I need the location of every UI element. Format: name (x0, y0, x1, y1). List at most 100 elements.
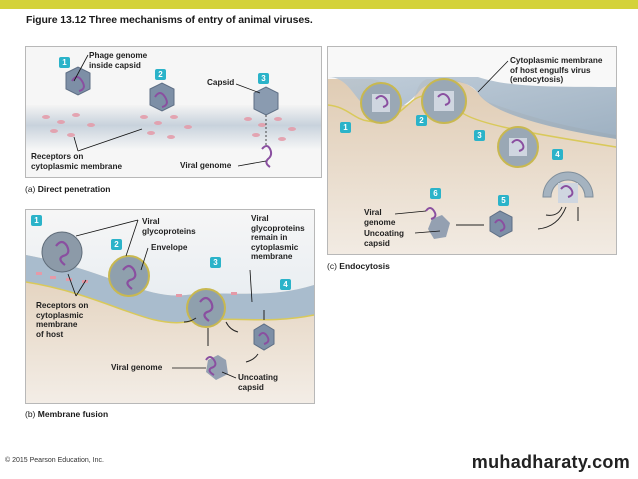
step-badge-3: 3 (210, 257, 221, 268)
label-line: Uncoating (364, 229, 405, 238)
viral-genome-3 (199, 296, 214, 322)
label-line: of host engulfs virus (510, 65, 591, 75)
process-arrows (183, 310, 265, 363)
label-line: Viral (142, 217, 160, 226)
label-line: membrane (36, 320, 78, 329)
brand-watermark: muhadharaty.com (471, 452, 630, 472)
step-badge-5: 5 (498, 195, 509, 206)
label-viral-genome: Viral genome (180, 161, 232, 170)
membrane-inner-edge (328, 94, 616, 148)
injected-viral-genome (261, 145, 273, 168)
cytoplasmic-membrane (26, 255, 314, 323)
label-line: glycoproteins (251, 223, 305, 233)
released-viral-genome (425, 207, 437, 220)
phage-capsid-1 (65, 66, 91, 96)
step-badge-2: 2 (155, 69, 166, 80)
released-capsid-4 (253, 323, 275, 351)
label-line: (endocytosis) (510, 75, 564, 84)
label-line: remain in (251, 233, 288, 242)
step-badge-3: 3 (258, 73, 269, 84)
viral-genome-5 (494, 219, 506, 232)
step-badge-3: 3 (474, 130, 485, 141)
step-badge-4: 4 (280, 279, 291, 290)
cytoplasmic-membrane (26, 105, 321, 150)
label-line: of host (36, 329, 64, 339)
step-badge-1: 1 (59, 57, 70, 68)
label-line: Receptors on (36, 301, 89, 310)
viral-genome-2 (122, 264, 137, 290)
label-line: Uncoating (238, 373, 279, 382)
label-line: genome (364, 217, 396, 227)
viral-genome-3 (511, 139, 525, 152)
caption-direct-penetration: (a) Direct penetration (25, 184, 111, 194)
label-capsid: Capsid (207, 78, 235, 87)
viral-genome-2 (437, 93, 451, 106)
phage-capsid-2 (149, 82, 175, 112)
label-envelope: Envelope (151, 243, 188, 252)
label-line: glycoproteins (142, 226, 196, 236)
released-capsid-5 (489, 210, 513, 238)
figure-title: Figure 13.12 Three mechanisms of entry o… (26, 14, 313, 26)
label-line: Viral (364, 208, 382, 217)
viral-genome-1 (375, 95, 389, 108)
caption-text: Membrane fusion (37, 409, 109, 419)
phage-genome-1 (71, 76, 85, 92)
direct-penetration-illustration (26, 54, 321, 168)
process-arrows (456, 206, 579, 230)
label-line: inside capsid (89, 60, 141, 70)
step-badge-2: 2 (416, 115, 427, 126)
leader-lines (73, 54, 267, 167)
step-badge-2: 2 (111, 239, 122, 250)
label-line: Cytoplasmic membrane (510, 56, 603, 65)
caption-letter: (a) (25, 184, 36, 194)
step-badge-1: 1 (340, 122, 351, 133)
label-line: capsid (364, 238, 390, 248)
caption-letter: (c) (327, 261, 337, 271)
caption-letter: (b) (25, 409, 36, 419)
label-line: cytoplasmic (251, 242, 299, 252)
label-viral-genome: Viral genome (111, 363, 163, 372)
extracellular-space (26, 210, 314, 296)
top-accent-bar (0, 0, 638, 9)
released-viral-genome (205, 356, 217, 376)
leader-lines (67, 219, 253, 379)
viral-genome-4 (560, 185, 574, 198)
receptors (42, 113, 296, 141)
label-line: capsid (238, 382, 264, 392)
label-line: Phage genome (89, 51, 148, 60)
step-badge-4: 4 (552, 149, 563, 160)
step-badge-6: 6 (430, 188, 441, 199)
membrane-fusion-illustration (26, 210, 314, 403)
endocytosis-illustration (328, 47, 616, 254)
label-line: cytoplasmic membrane (31, 161, 123, 171)
label-line: membrane (251, 252, 293, 261)
enveloped-virus-1 (41, 231, 83, 273)
uncoating-capsid (428, 215, 450, 239)
copyright-notice: © 2015 Pearson Education, Inc. (5, 457, 104, 464)
phage-capsid-3 (253, 86, 279, 116)
caption-text: Direct penetration (37, 184, 111, 194)
label-line: Receptors on (31, 152, 84, 161)
cytoplasmic-membrane (328, 77, 616, 139)
step-badge-1: 1 (31, 215, 42, 226)
caption-text: Endocytosis (339, 261, 390, 271)
viral-genome-4 (258, 332, 270, 345)
label-line: Viral (251, 214, 269, 223)
viral-genome-1 (55, 240, 70, 266)
caption-membrane-fusion: (b) Membrane fusion (25, 409, 108, 419)
phage-genome-2 (154, 92, 168, 108)
enveloped-virus-2 (108, 255, 150, 297)
leader-lines (394, 60, 509, 234)
caption-endocytosis: (c) Endocytosis (327, 261, 390, 271)
